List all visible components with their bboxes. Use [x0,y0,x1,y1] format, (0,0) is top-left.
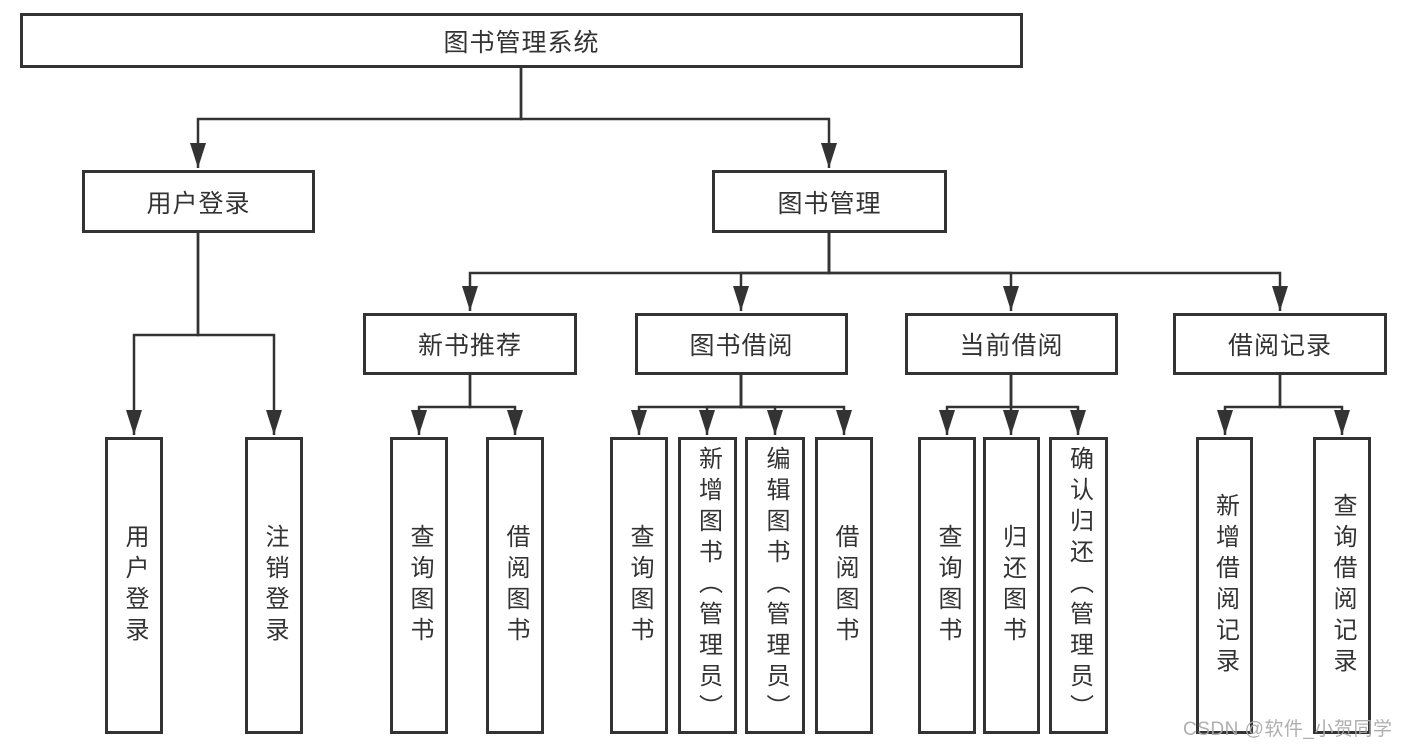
connector [1217,375,1282,435]
node-label: 归还图书 [998,523,1026,648]
node-label: 注销登录 [261,523,288,648]
node-label: 新书推荐 [417,332,522,360]
node-label: 用户登录 [146,189,251,218]
node-new-book-recommend: 新书推荐 [363,313,577,375]
connector [733,233,831,311]
connector [739,375,783,435]
node-label: 图书借阅 [689,332,794,360]
leaf-borrow-book: 借阅图书 [815,437,873,734]
leaf-add-book-admin: 新增图书（管理员） [678,437,737,734]
node-borrow-record: 借阅记录 [1173,313,1387,375]
node-label: 借阅记录 [1227,332,1332,360]
node-label: 查询借阅记录 [1329,492,1356,679]
node-label: 借阅图书 [831,523,858,648]
connector [190,68,523,168]
node-book-borrow: 图书借阅 [635,313,848,375]
connector [739,375,852,435]
node-label: 当前借阅 [959,332,1064,360]
node-label: 查询图书 [626,523,653,648]
connector [939,375,1013,435]
node-label: 图书管理 [777,189,882,218]
leaf-add-borrow-record: 新增借阅记录 [1196,437,1253,734]
node-book-management: 图书管理 [712,170,947,233]
connector [468,375,523,435]
connector [411,375,472,435]
leaf-current-query-book: 查询图书 [918,437,976,734]
csdn-watermark: CSDN @软件_小贺同学 [1183,719,1393,740]
leaf-edit-book-admin: 编辑图书（管理员） [745,437,805,734]
leaf-return-book: 归还图书 [983,437,1040,734]
connector [827,233,1288,311]
connector [631,375,743,435]
node-system-root: 图书管理系统 [20,13,1023,68]
leaf-recommend-query-book: 查询图书 [390,437,448,734]
leaf-borrow-query-book: 查询图书 [610,437,668,734]
node-label: 查询图书 [406,523,433,648]
node-label: 图书管理系统 [443,28,600,57]
node-label: 借阅图书 [502,523,529,648]
connector [699,375,743,435]
node-label: 编辑图书（管理员） [762,446,789,725]
connector [196,233,282,435]
leaf-recommend-borrow-book: 借阅图书 [486,437,544,734]
node-current-borrow: 当前借阅 [905,313,1118,375]
connector [126,233,200,435]
leaf-query-borrow-record: 查询借阅记录 [1313,437,1371,734]
connector [1278,375,1350,435]
connector [1009,375,1086,435]
node-label: 新增图书（管理员） [694,446,722,725]
leaf-logout: 注销登录 [245,437,303,734]
leaf-user-login: 用户登录 [105,437,163,734]
node-label: 新增借阅记录 [1211,492,1239,679]
node-label: 查询图书 [934,523,961,648]
leaf-confirm-return-admin: 确认归还（管理员） [1049,437,1108,734]
node-label: 确认归还（管理员） [1065,446,1093,725]
connector [519,68,837,168]
node-label: 用户登录 [121,523,148,648]
node-user-login: 用户登录 [82,170,315,233]
